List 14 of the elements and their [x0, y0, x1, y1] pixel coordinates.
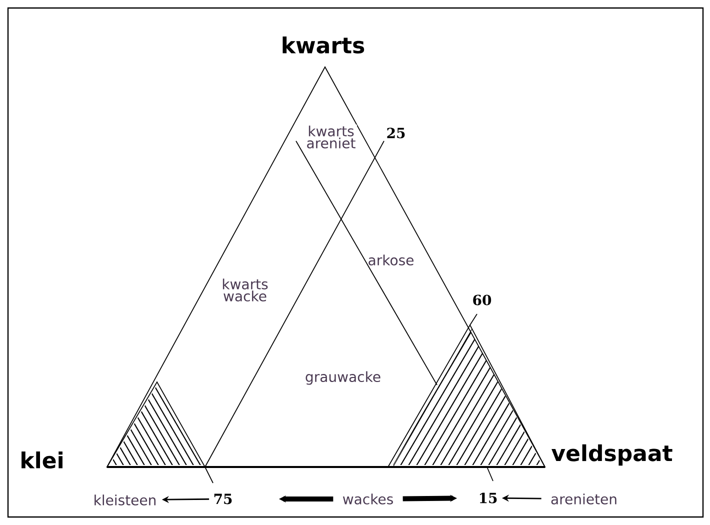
corner-label: klei — [22, 451, 62, 468]
region-label: arkose — [368, 254, 414, 266]
percentage-label: 15 — [480, 492, 497, 504]
percentage-label: 25 — [387, 128, 405, 138]
region-label: kwarts wacke — [219, 278, 271, 302]
corner-label: kwarts — [282, 36, 364, 54]
rock-name: kleisteen — [94, 494, 156, 506]
percentage-label: 75 — [214, 494, 232, 504]
percentage-label: 60 — [473, 294, 492, 306]
rock-name: arenieten — [551, 494, 616, 504]
region-label: kwarts areniet — [305, 124, 357, 150]
rock-name: wackes — [342, 494, 393, 504]
corner-label: veldspaat — [552, 444, 672, 466]
region-label: grauwacke — [306, 371, 380, 385]
